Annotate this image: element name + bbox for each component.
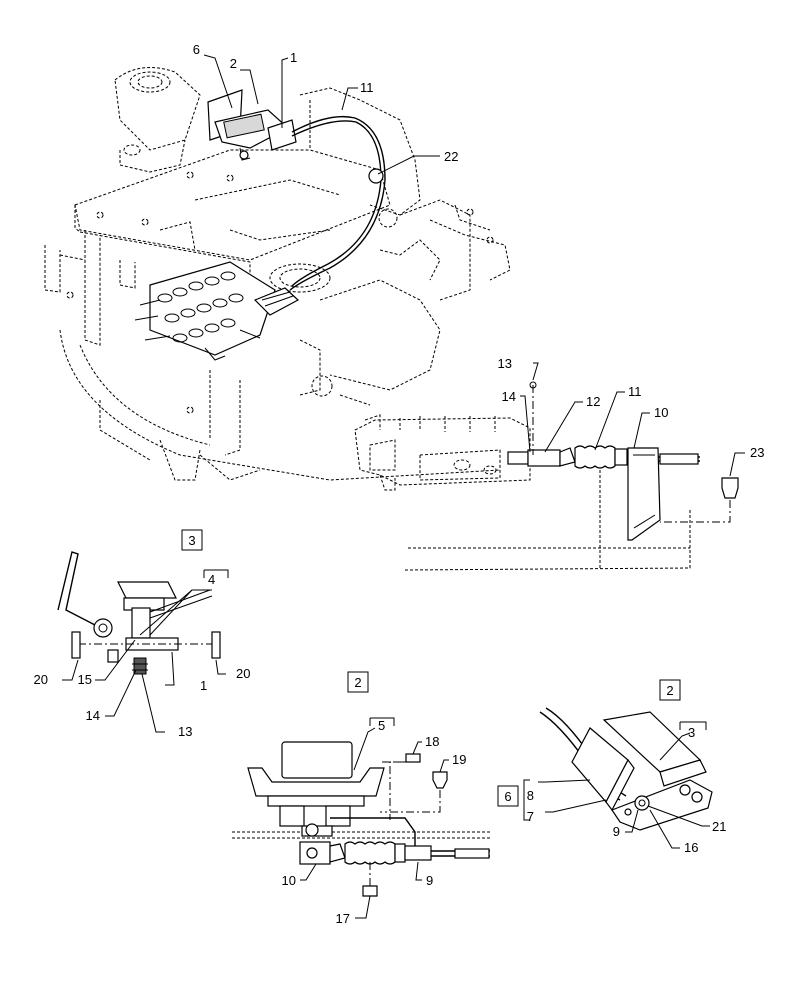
callout-8: 8: [527, 788, 534, 803]
callout-21: 21: [712, 819, 726, 834]
callout-3-right: 3: [688, 725, 695, 740]
leader-lines: [62, 54, 745, 919]
boxed-ref-3: 3: [181, 529, 203, 551]
callout-1-left: 1: [200, 678, 207, 693]
boxed-ref-2-right: 2: [659, 679, 681, 701]
pedal-assembly-top: [207, 89, 297, 161]
callout-22: 22: [444, 149, 458, 164]
callout-23: 23: [750, 445, 764, 460]
pedal-top-view: [232, 741, 490, 897]
boxed-ref-6: 6: [497, 785, 519, 807]
callout-7: 7: [527, 809, 534, 824]
callout-17: 17: [336, 911, 350, 926]
callout-12: 12: [586, 394, 600, 409]
callout-13-left: 13: [178, 724, 192, 739]
callout-20-left: 20: [34, 672, 48, 687]
callout-1-top: 1: [290, 50, 297, 65]
chassis-frame: [44, 67, 511, 481]
callout-14-left: 14: [86, 708, 100, 723]
callout-4: 4: [208, 572, 215, 587]
valve-detail: [354, 381, 739, 571]
callout-13-valve: 13: [498, 356, 512, 371]
callout-10-bottom: 10: [282, 873, 296, 888]
boxed-ref-2-center-label: 2: [354, 675, 361, 690]
callout-5: 5: [378, 718, 385, 733]
pedal-side-view: [57, 551, 221, 675]
callout-18: 18: [425, 734, 439, 749]
control-valve-bank: [134, 261, 300, 361]
callout-9-right: 9: [613, 824, 620, 839]
cable-11-top: [289, 115, 386, 291]
callout-20-right: 20: [236, 666, 250, 681]
callout-15: 15: [78, 672, 92, 687]
clip-22: [368, 168, 384, 184]
callout-labels: 6 2 1 11 22 13 14 12 11 10 23 4 20 15 1 …: [34, 42, 765, 926]
callout-16: 16: [684, 840, 698, 855]
boxed-ref-2-center: 2: [347, 671, 369, 693]
boxed-ref-2-right-label: 2: [666, 683, 673, 698]
callout-2-top: 2: [230, 56, 237, 71]
callout-11-valve: 11: [628, 384, 642, 399]
boxed-ref-6-label: 6: [504, 789, 511, 804]
callout-14-valve: 14: [502, 389, 516, 404]
boxed-ref-3-label: 3: [188, 533, 195, 548]
callout-6-top: 6: [193, 42, 200, 57]
callout-9-bottom: 9: [426, 873, 433, 888]
callout-10-valve: 10: [654, 405, 668, 420]
callout-11-top: 11: [360, 80, 374, 95]
pedal-iso-view: [539, 707, 713, 831]
callout-19: 19: [452, 752, 466, 767]
